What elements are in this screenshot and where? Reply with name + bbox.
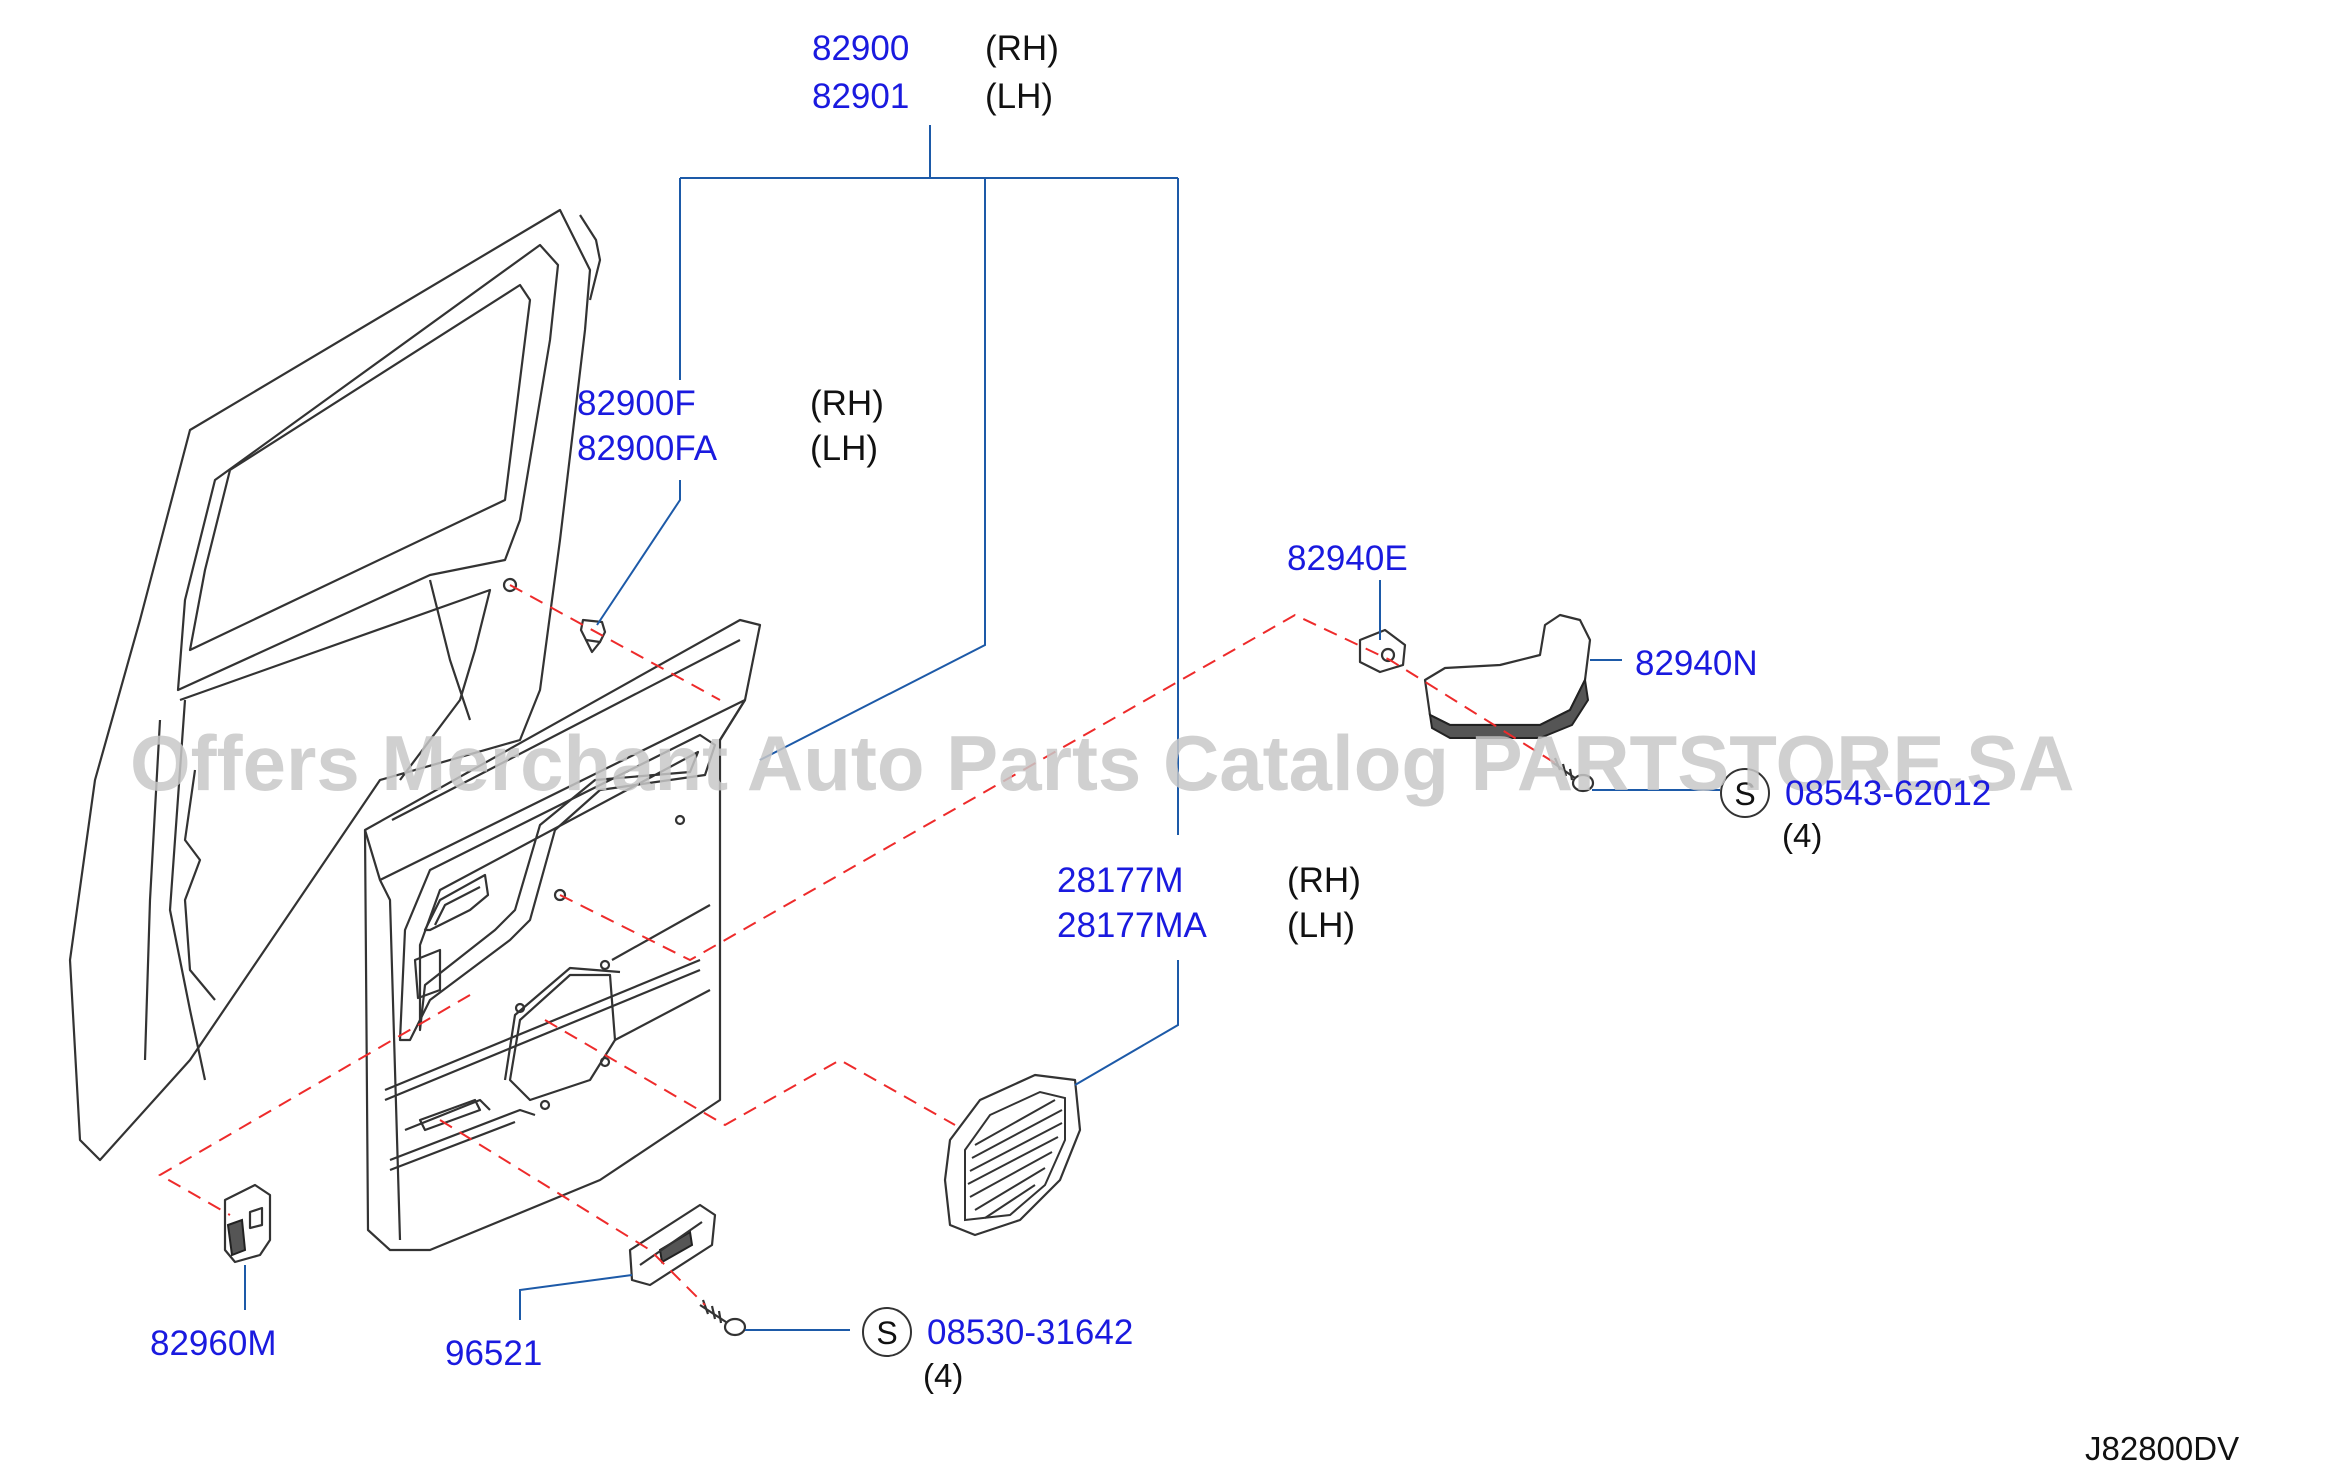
callout-speaker-grille: 28177M (RH) 28177MA (LH) [1057, 861, 1361, 945]
speaker-grille-part [943, 1073, 1082, 1237]
part-number: 08543-62012 [1785, 774, 1991, 813]
part-number: 82940E [1287, 539, 1408, 578]
callout-trim-assembly: 82900 (RH) 82901 (LH) [812, 29, 1059, 116]
s-symbol-ashtray-screw: S [862, 1307, 912, 1357]
side-lh: (LH) [810, 429, 878, 468]
pull-handle-part [1423, 613, 1592, 739]
part-number-lh: 82901 [812, 77, 909, 116]
side-rh: (RH) [1287, 861, 1361, 900]
part-number: 96521 [445, 1334, 542, 1373]
s-symbol-label: S [1734, 776, 1755, 812]
rear-door-frame [68, 208, 602, 1162]
callout-handle-bracket: 82940E [1287, 539, 1408, 578]
callout-clip: 82900F (RH) 82900FA (LH) [577, 384, 884, 468]
leader-lines [244, 125, 1720, 1331]
diagram-code: J82800DV [2085, 1430, 2239, 1467]
callout-pull-handle: 82940N [1635, 644, 1758, 683]
callout-handle-screw: 08543-62012 (4) [1782, 774, 1991, 854]
door-trim-panel [363, 618, 762, 1252]
quantity: (4) [923, 1357, 963, 1394]
side-lh: (LH) [985, 77, 1053, 116]
part-number: 82940N [1635, 644, 1758, 683]
s-symbol-handle-screw: S [1720, 768, 1770, 818]
lock-escutcheon-part [223, 1183, 272, 1264]
quantity: (4) [1782, 817, 1822, 854]
trim-clip-part [579, 618, 607, 654]
side-rh: (RH) [810, 384, 884, 423]
part-number-lh: 28177MA [1057, 906, 1207, 945]
watermark: Offers Merchant Auto Parts Catalog PARTS… [130, 719, 2075, 807]
callout-ashtray-screw: 08530-31642 (4) [923, 1313, 1133, 1394]
ashtray-screw-part [699, 1299, 747, 1337]
handle-screw-part [1551, 757, 1595, 793]
side-lh: (LH) [1287, 906, 1355, 945]
part-number-lh: 82900FA [577, 429, 718, 468]
part-number: 08530-31642 [927, 1313, 1133, 1352]
part-number-rh: 82900F [577, 384, 696, 423]
callout-lock-escutcheon: 82960M [150, 1324, 276, 1363]
s-symbol-label: S [876, 1315, 897, 1351]
part-number-rh: 82900 [812, 29, 909, 68]
callout-ashtray: 96521 [445, 1334, 542, 1373]
alignment-lines [157, 584, 1556, 1306]
part-number: 82960M [150, 1324, 276, 1363]
part-number-rh: 28177M [1057, 861, 1183, 900]
ashtray-part [628, 1203, 717, 1287]
side-rh: (RH) [985, 29, 1059, 68]
